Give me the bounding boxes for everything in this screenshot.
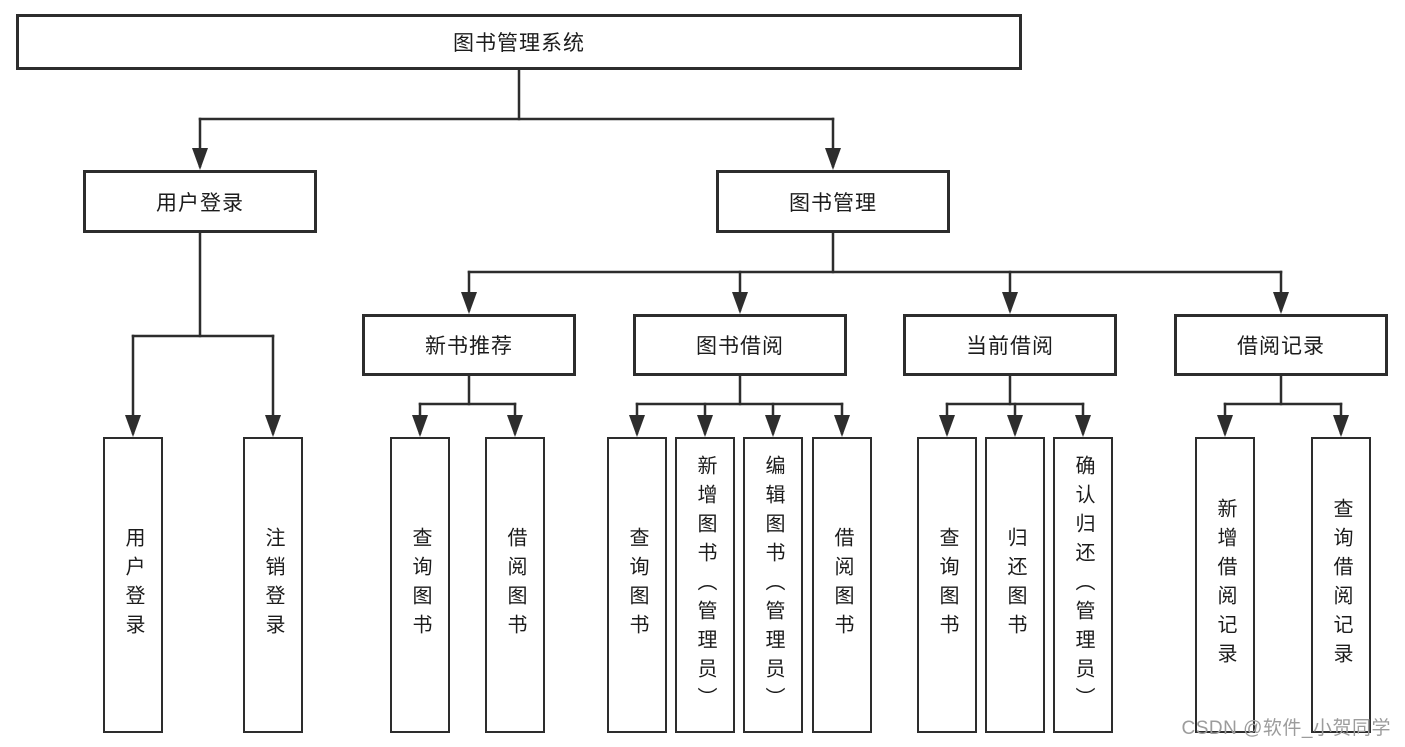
node-book-borrow: 图书借阅: [633, 314, 847, 376]
leaf-label: 确认归还（管理员）: [1072, 454, 1094, 716]
leaf-user-login: 用户登录: [103, 437, 163, 733]
leaf-confirm-return-admin: 确认归还（管理员）: [1053, 437, 1113, 733]
leaf-logout: 注销登录: [243, 437, 303, 733]
connector-root-to-level2: [192, 68, 841, 170]
node-label: 图书管理系统: [453, 32, 585, 55]
leaf-add-books-admin: 新增图书（管理员）: [675, 437, 735, 733]
leaf-return-books: 归还图书: [985, 437, 1045, 733]
leaf-borrow-books: 借阅图书: [812, 437, 872, 733]
leaf-label: 新增图书（管理员）: [694, 454, 716, 716]
node-label: 借阅记录: [1237, 335, 1325, 358]
connector-book-borrow-children: [629, 374, 850, 437]
csdn-watermark: CSDN @软件_小贺同学: [1181, 718, 1391, 739]
leaf-label: 借阅图书: [831, 527, 853, 643]
connector-borrow-records-children: [1217, 374, 1349, 437]
leaf-label: 查询图书: [409, 527, 431, 643]
node-library-management-system: 图书管理系统: [16, 14, 1022, 70]
leaf-query-books-current: 查询图书: [917, 437, 977, 733]
leaf-label: 编辑图书（管理员）: [762, 454, 784, 716]
leaf-label: 查询借阅记录: [1330, 498, 1352, 672]
node-label: 用户登录: [156, 191, 244, 215]
leaf-add-borrow-record: 新增借阅记录: [1195, 437, 1255, 733]
node-user-login: 用户登录: [83, 170, 317, 233]
leaf-label: 借阅图书: [504, 527, 526, 643]
leaf-label: 查询图书: [936, 527, 958, 643]
leaf-label: 新增借阅记录: [1214, 498, 1236, 672]
node-new-book-recommend: 新书推荐: [362, 314, 576, 376]
leaf-query-books-borrow: 查询图书: [607, 437, 667, 733]
leaf-query-books-recommend: 查询图书: [390, 437, 450, 733]
leaf-label: 注销登录: [262, 527, 284, 643]
leaf-label: 用户登录: [122, 527, 144, 643]
leaf-borrow-books-recommend: 借阅图书: [485, 437, 545, 733]
node-borrow-records: 借阅记录: [1174, 314, 1388, 376]
leaf-label: 归还图书: [1004, 527, 1026, 643]
leaf-label: 查询图书: [626, 527, 648, 643]
node-current-borrow: 当前借阅: [903, 314, 1117, 376]
connector-book-management-children: [461, 231, 1289, 314]
leaf-query-borrow-record: 查询借阅记录: [1311, 437, 1371, 733]
connector-new-book-children: [412, 374, 523, 437]
node-label: 图书管理: [789, 191, 877, 215]
connector-current-borrow-children: [939, 374, 1091, 437]
node-label: 新书推荐: [425, 335, 513, 358]
node-label: 当前借阅: [966, 335, 1054, 358]
leaf-edit-books-admin: 编辑图书（管理员）: [743, 437, 803, 733]
node-book-management: 图书管理: [716, 170, 950, 233]
node-label: 图书借阅: [696, 335, 784, 358]
connector-user-login-children: [125, 231, 281, 437]
